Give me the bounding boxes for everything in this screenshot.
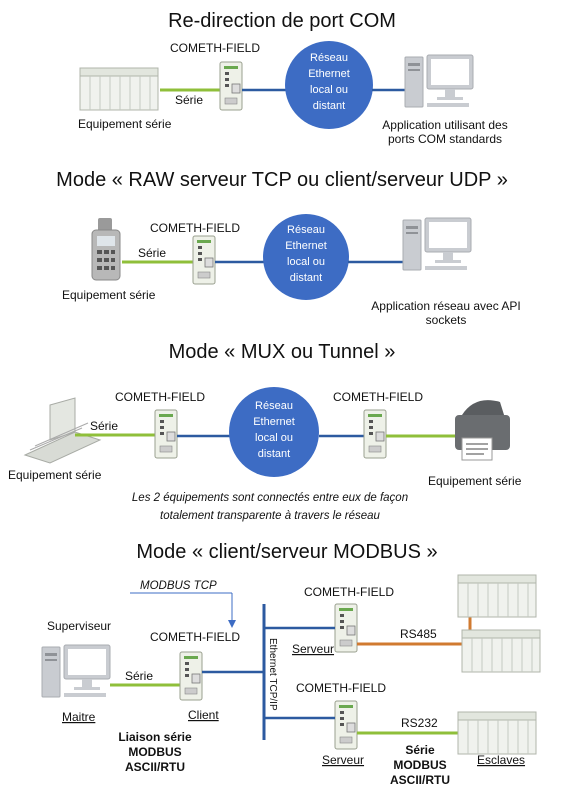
section1-serial-label: Série (175, 93, 203, 107)
section1-cometh-field-device-icon (219, 61, 243, 111)
section3-left-cometh-field-device-icon (154, 409, 178, 459)
section3-cloud-line1: Réseau (255, 400, 293, 412)
section1-title: Re-direction de port COM (168, 10, 396, 32)
server-top-cometh-field-device-icon (334, 603, 358, 653)
link-line1: Liaison série (118, 730, 192, 744)
section1-device-label: COMETH-FIELD (170, 41, 260, 55)
slave-plc-icon-1 (457, 574, 537, 618)
modbus-tcp-label: MODBUS TCP (140, 580, 217, 592)
section2-cometh-field-device-icon (192, 235, 216, 285)
section2-left-caption: Equipement série (62, 288, 156, 302)
rs232-label: RS232 (401, 716, 438, 730)
section1-right-caption-line2: ports COM standards (388, 132, 502, 146)
section2-network-cloud (263, 214, 349, 300)
section3-device-left-label: COMETH-FIELD (115, 390, 205, 404)
section3-cloud-line3: local ou (255, 432, 293, 444)
section3-cloud-line2: Ethernet (253, 416, 295, 428)
section4-serial-label: Série (125, 669, 153, 683)
section1-network-cloud (285, 41, 373, 129)
section1-serial-equipment-icon (79, 67, 159, 111)
section2-cloud-line1: Réseau (287, 224, 325, 236)
modbus-tcp-arrow-head (228, 620, 236, 628)
printer-icon (455, 400, 510, 461)
serial-modbus-line3: ASCII/RTU (390, 773, 450, 787)
section2-right-caption-line2: sockets (426, 313, 467, 327)
section2-cloud-line2: Ethernet (285, 240, 327, 252)
supervisor-computer-icon (41, 644, 111, 698)
section3-right-caption: Equipement série (428, 474, 522, 488)
serial-modbus-line2: MODBUS (393, 758, 446, 772)
section3-serial-label: Série (90, 419, 118, 433)
section4-title: Mode « client/serveur MODBUS » (136, 541, 437, 563)
section1-right-caption-line1: Application utilisant des (382, 118, 507, 132)
section2-cloud-line3: local ou (287, 256, 325, 268)
slave-plc-icon-2 (461, 629, 541, 673)
server-top-label: Serveur (292, 642, 334, 656)
section3-note-line1: Les 2 équipements sont connectés entre e… (132, 492, 408, 504)
client-cometh-field-device-icon (179, 651, 203, 701)
supervisor-label: Superviseur (47, 619, 111, 633)
section3-right-cometh-field-device-icon (363, 409, 387, 459)
rs485-label: RS485 (400, 627, 437, 641)
section2-computer-icon (402, 217, 472, 271)
section1-computer-icon (404, 54, 474, 108)
link-line2: MODBUS (128, 745, 181, 759)
slaves-label: Esclaves (477, 753, 525, 767)
section3-network-cloud (229, 387, 319, 477)
slave-plc-icon-3 (457, 711, 537, 755)
section3-device-right-label: COMETH-FIELD (333, 390, 423, 404)
section1-cloud-line2: Ethernet (308, 68, 350, 80)
section2-serial-equipment-icon (91, 218, 121, 281)
master-label: Maitre (62, 710, 96, 724)
section3-cloud-line4: distant (258, 448, 290, 460)
section1-cloud-line4: distant (313, 100, 345, 112)
section2-device-label: COMETH-FIELD (150, 221, 240, 235)
server-bottom-label: Serveur (322, 753, 364, 767)
link-line3: ASCII/RTU (125, 760, 185, 774)
server-bottom-cometh-field-device-icon (334, 700, 358, 750)
section1-left-caption: Equipement série (78, 117, 172, 131)
server-top-device-label: COMETH-FIELD (304, 585, 394, 599)
section3-left-caption: Equipement série (8, 468, 102, 482)
section3-note-line2: totalement transparente à travers le rés… (160, 510, 381, 522)
client-device-label: COMETH-FIELD (150, 630, 240, 644)
section2-cloud-line4: distant (290, 272, 322, 284)
section2-serial-label: Série (138, 246, 166, 260)
section2-title: Mode « RAW serveur TCP ou client/serveur… (56, 169, 508, 191)
section3-title: Mode « MUX ou Tunnel » (169, 341, 396, 363)
section1-cloud-line1: Réseau (310, 52, 348, 64)
section2-right-caption-line1: Application réseau avec API (371, 299, 520, 313)
section3-left-equipment-icon (23, 397, 102, 464)
serial-modbus-line1: Série (405, 743, 435, 757)
ethernet-bus-label: Ethernet TCP/IP (267, 638, 278, 711)
section1-cloud-line3: local ou (310, 84, 348, 96)
client-label: Client (188, 708, 219, 722)
server-bottom-device-label: COMETH-FIELD (296, 681, 386, 695)
